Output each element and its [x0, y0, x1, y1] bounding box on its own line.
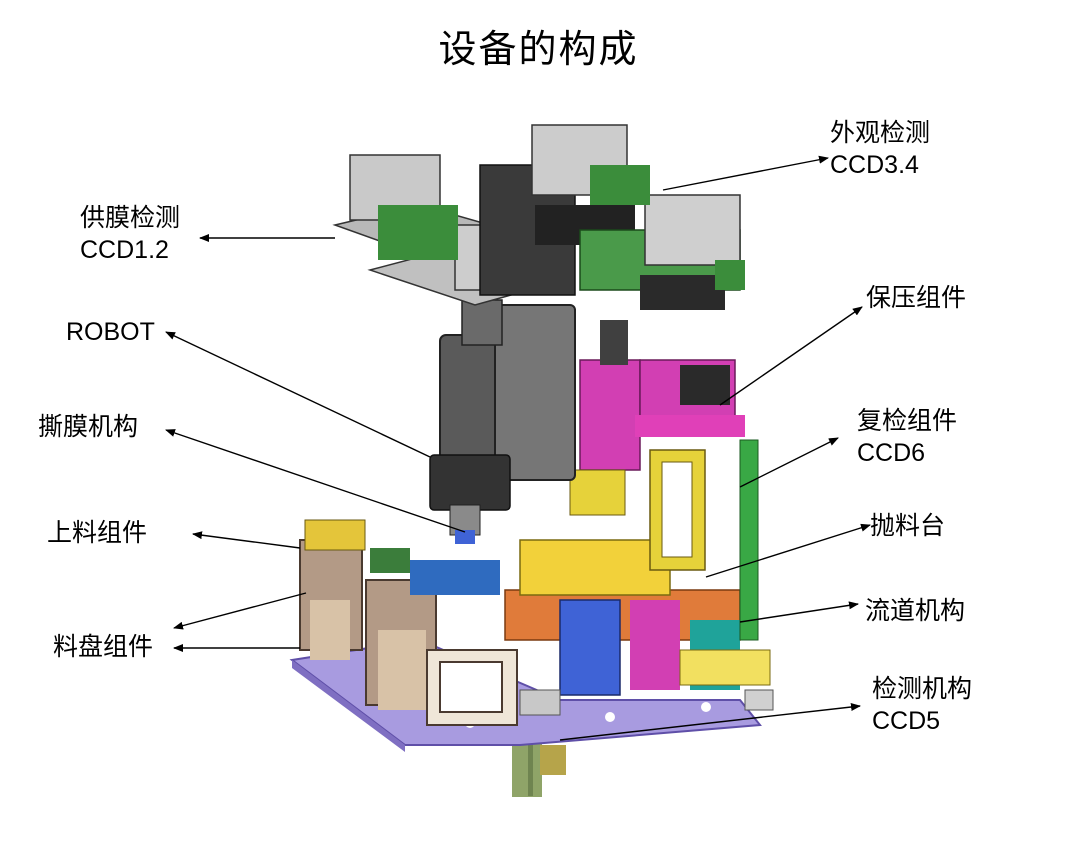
tray-assembly-illustration [299, 519, 518, 726]
callout-arrows [165, 155, 871, 741]
label-loading-assembly: 上料组件 [47, 518, 148, 547]
label-throw-table: 抛料台 [870, 511, 946, 540]
top-camera-plate-illustration [332, 124, 745, 310]
flow-channel-illustration [504, 539, 774, 716]
label-press-assembly: 保压组件 [866, 283, 967, 312]
page-title: 设备的构成 [438, 27, 639, 71]
press-assembly-illustration [569, 320, 759, 641]
label-film-supply-inspection: 供膜检测 CCD1.2 [80, 203, 181, 264]
robot-illustration [429, 299, 576, 544]
label-recheck-assembly: 复检组件 CCD6 [857, 406, 958, 467]
label-appearance-inspection: 外观检测 CCD3.4 [830, 118, 931, 179]
label-robot: ROBOT [66, 318, 155, 346]
label-film-peeling-mechanism: 撕膜机构 [38, 412, 139, 441]
label-flow-channel-mechanism: 流道机构 [865, 596, 966, 625]
label-inspection-mechanism: 检测机构 CCD5 [872, 674, 973, 735]
label-tray-assembly: 料盘组件 [53, 632, 154, 661]
